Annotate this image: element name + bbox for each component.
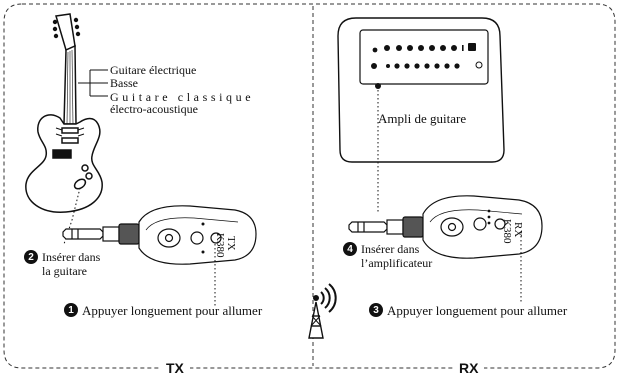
- label-bass: Basse: [110, 76, 138, 90]
- label-classic-guitar: Guitare classique: [110, 90, 255, 104]
- label-electro-acoustic: électro-acoustique: [110, 102, 198, 116]
- step-3-text: Appuyer longuement pour allumer: [387, 303, 568, 318]
- step-1-text: Appuyer longuement pour allumer: [82, 303, 263, 318]
- section-label-rx: RX: [453, 361, 485, 375]
- step-2-line-1: Insérer dans: [42, 250, 101, 264]
- outer-dashed-frame: [3, 3, 616, 369]
- step-4-line-1: Insérer dans: [361, 242, 420, 256]
- rx-device-mode: RX: [512, 222, 524, 238]
- label-guitar-amp: Ampli de guitare: [378, 111, 467, 126]
- rx-device-model: K380: [501, 219, 513, 244]
- guitar-icon: [25, 13, 103, 213]
- guitar-type-brackets: [78, 69, 108, 97]
- section-label-tx: TX: [160, 361, 190, 375]
- step-2-line-2: la guitare: [42, 264, 87, 278]
- receiver-icon: [348, 195, 543, 259]
- step-4-line-2: l’amplificateur: [361, 256, 433, 270]
- step-4-badge: 4: [343, 242, 357, 256]
- tx-device-model: K380: [214, 233, 226, 258]
- tx-device-mode: TX: [225, 236, 237, 251]
- jack-plug-icon: [62, 223, 140, 245]
- wireless-signal-icon: [308, 283, 337, 339]
- step-2-badge: 2: [24, 250, 38, 264]
- step-1-badge: 1: [64, 303, 78, 317]
- step-3-badge: 3: [369, 303, 383, 317]
- transmitter-icon: [62, 205, 257, 265]
- guitar-connection-line: [63, 187, 81, 245]
- label-electric-guitar: Guitare électrique: [110, 63, 197, 77]
- amplifier-icon: [337, 17, 505, 163]
